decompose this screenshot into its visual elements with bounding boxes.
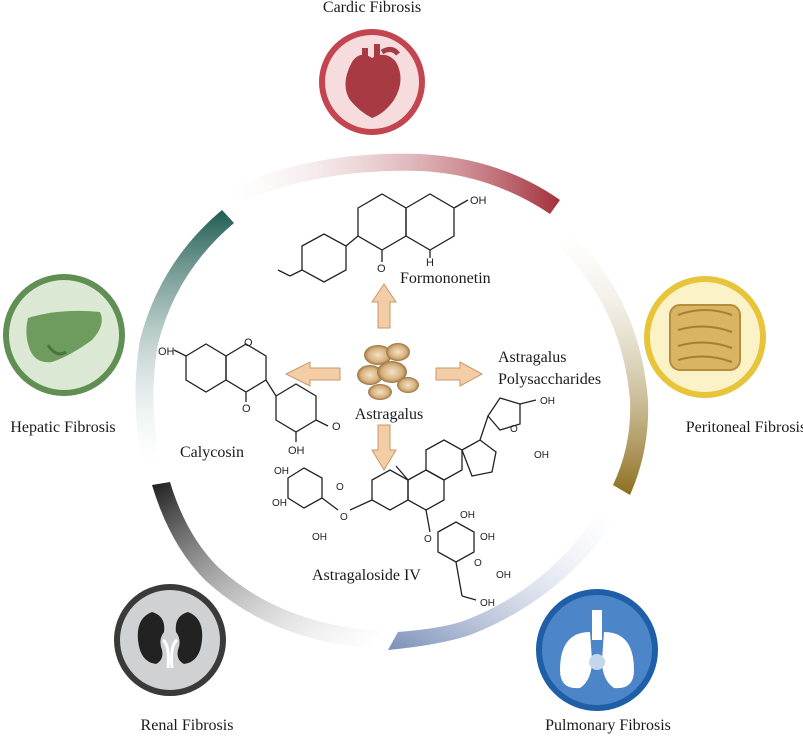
ring-arc-black	[152, 482, 380, 648]
astragaloside-oh-4: OH	[540, 396, 555, 407]
arrow-left	[284, 361, 341, 387]
ring-arc-blue	[388, 512, 614, 650]
formononetin-structure	[277, 193, 469, 283]
cardiac-node	[319, 29, 425, 135]
kidneys-icon	[137, 612, 203, 669]
peritoneal-node	[644, 276, 766, 398]
heart-icon	[345, 44, 401, 118]
arrow-right	[435, 361, 484, 387]
polysaccharides-label-line2: Polysaccharides	[498, 371, 601, 388]
ring-arc-red	[232, 153, 560, 214]
formononetin-h: H	[426, 257, 434, 269]
calycosin-o-ring: O	[244, 337, 253, 349]
lungs-icon	[560, 610, 634, 689]
astragalus-label: Astragalus	[355, 406, 423, 423]
arrow-up	[371, 283, 397, 329]
astragaloside-oh-9: OH	[480, 598, 495, 609]
ring-arc-gold	[558, 232, 649, 495]
calycosin-label: Calycosin	[180, 444, 244, 461]
arrow-down	[371, 424, 397, 471]
astragaloside-oh-2: OH	[272, 498, 287, 509]
intestine-icon	[669, 304, 741, 371]
formononetin-o: O	[377, 263, 386, 275]
arrows	[284, 283, 484, 471]
calycosin-structure	[173, 343, 329, 442]
astragaloside-hydroxyls: OH OH OH OH OH OH OH OH OH O O O O O	[272, 396, 555, 609]
cardiac-label: Cardic Fibrosis	[323, 0, 421, 16]
astragaloside-o-5: O	[474, 558, 482, 569]
astragaloside-o-3: O	[424, 534, 432, 545]
hepatic-node	[3, 274, 125, 396]
astragaloside-oh-1: OH	[274, 466, 289, 477]
formononetin-label: Formononetin	[400, 270, 491, 287]
formononetin-oh: OH	[470, 195, 487, 207]
astragaloside-o-1: O	[336, 482, 344, 493]
calycosin-o-carbonyl: O	[242, 403, 251, 415]
liver-icon	[26, 310, 102, 363]
pulmonary-node	[536, 589, 658, 711]
astragaloside-oh-3: OH	[312, 532, 327, 543]
calycosin-o-methoxy: O	[332, 421, 341, 433]
peritoneal-label: Peritoneal Fibrosis	[686, 419, 803, 436]
astragaloside-structure	[287, 397, 537, 601]
polysaccharides-label-line1: Astragalus	[498, 349, 566, 366]
astragaloside-oh-8: OH	[496, 570, 511, 581]
astragaloside-label: Astragaloside IV	[312, 567, 421, 584]
astragaloside-o-2: O	[340, 512, 348, 523]
ring-arc-green	[135, 210, 234, 462]
calycosin-oh-left: OH	[158, 346, 175, 358]
astragalus-image	[353, 338, 423, 408]
hepatic-label: Hepatic Fibrosis	[10, 419, 115, 436]
astragaloside-o-4: O	[510, 424, 518, 435]
calycosin-oh-bottom: OH	[288, 445, 305, 457]
astragaloside-oh-7: OH	[480, 532, 495, 543]
renal-label: Renal Fibrosis	[141, 717, 234, 734]
pulmonary-label: Pulmonary Fibrosis	[545, 717, 671, 734]
ring	[135, 153, 649, 650]
astragaloside-oh-6: OH	[460, 510, 475, 521]
renal-node	[114, 584, 226, 696]
astragaloside-oh-5: OH	[534, 450, 549, 461]
